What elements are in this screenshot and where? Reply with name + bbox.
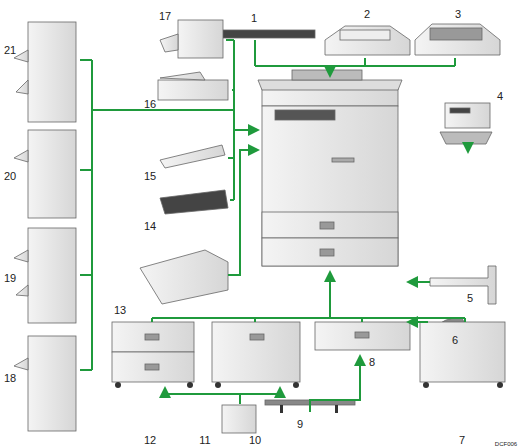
callout-number: 5 [467, 292, 473, 304]
callout-number: 6 [452, 334, 458, 346]
callout-number: 9 [297, 418, 303, 430]
callout-number: 18 [4, 372, 16, 384]
callout-number: 21 [4, 44, 16, 56]
callout-number: 15 [144, 170, 156, 182]
callout-number: 10 [249, 434, 261, 446]
callout-number: 16 [144, 98, 156, 110]
callout-number: 12 [144, 434, 156, 446]
callout-number: 13 [114, 304, 126, 316]
callout-number: 4 [497, 90, 503, 102]
callout-number: 7 [459, 434, 465, 446]
callout-number: 11 [199, 434, 210, 446]
callout-number: 1 [251, 12, 257, 24]
callout-number: 8 [369, 356, 375, 368]
callout-number: 14 [144, 220, 156, 232]
callout-number: 3 [455, 8, 461, 20]
callout-number: 19 [4, 272, 16, 284]
callout-number: 17 [159, 10, 171, 22]
callout-number: 20 [4, 170, 16, 182]
callout-number: 2 [364, 8, 370, 20]
figure-code: DCF006 [495, 441, 517, 448]
